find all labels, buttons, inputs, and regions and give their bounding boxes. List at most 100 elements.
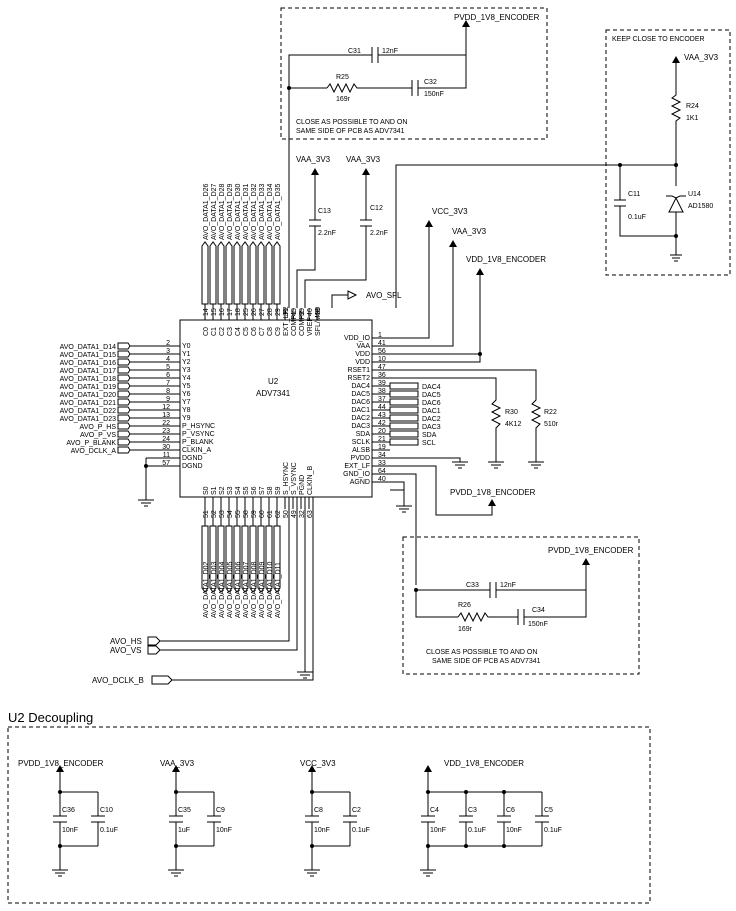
avo-dclk-b-port[interactable]: [151, 675, 173, 685]
c33-symbol: [489, 582, 497, 598]
bottom-net-port[interactable]: [273, 525, 281, 593]
avo-hs-port[interactable]: [147, 636, 161, 646]
left-pin-name: Y2: [182, 359, 191, 366]
dgnd-junction: [144, 464, 148, 468]
top-net-port[interactable]: [217, 241, 225, 305]
vref-ground-icon: [670, 254, 682, 262]
bottom-net-port[interactable]: [209, 525, 217, 593]
right-net-port[interactable]: [389, 398, 419, 406]
decoupling-net-label: VCC_3V3: [300, 759, 336, 768]
top-net-label: AVO_DATA1_D28: [219, 183, 226, 240]
left-net-label: AVO_P_HS: [80, 424, 117, 431]
right-pin-name: RSET2: [347, 375, 370, 382]
bottom-net-port[interactable]: [241, 525, 249, 593]
right-net-port[interactable]: [389, 406, 419, 414]
right-net-port[interactable]: [389, 390, 419, 398]
top-pin-number: 27: [259, 308, 266, 316]
bottom-pin-name: S8: [267, 486, 274, 495]
top-net-port[interactable]: [209, 241, 217, 305]
top-net-label: AVO_DATA1_D32: [251, 183, 258, 240]
chip-part: ADV7341: [256, 389, 291, 398]
top-net-port[interactable]: [265, 241, 273, 305]
decoupling-rails: [427, 772, 542, 870]
left-net-port[interactable]: [117, 382, 131, 390]
bottom-net-port[interactable]: [233, 525, 241, 593]
left-net-port[interactable]: [117, 398, 131, 406]
left-net-label: AVO_DATA1_D22: [60, 408, 117, 415]
left-net-port[interactable]: [117, 350, 131, 358]
top-net-port[interactable]: [273, 241, 281, 305]
left-net-port[interactable]: [117, 366, 131, 374]
top-pin-number: 16: [219, 308, 226, 316]
left-net-port[interactable]: [117, 406, 131, 414]
bottom-pin-name: S2: [219, 486, 226, 495]
left-net-port[interactable]: [117, 342, 131, 350]
cap-value: 10nF: [216, 827, 232, 834]
bottom-net-port[interactable]: [249, 525, 257, 593]
bottom-pin-number: 51: [203, 510, 210, 518]
avo-sfl-port[interactable]: [347, 290, 358, 300]
left-pin-number: 2: [166, 340, 170, 347]
top-pin-name: COMP2: [299, 311, 306, 336]
left-net-port[interactable]: [117, 374, 131, 382]
top-net-port[interactable]: [201, 241, 209, 305]
left-net-port[interactable]: [117, 414, 131, 422]
left-pin-name: CLKIN_A: [182, 447, 212, 454]
right-net-label: DAC2: [422, 416, 441, 423]
top-net-port[interactable]: [241, 241, 249, 305]
left-pin-number: 3: [166, 348, 170, 355]
left-pin-name: P_HSYNC: [182, 423, 215, 430]
cap-junction-bottom: [426, 844, 430, 848]
cap-ref: C5: [544, 807, 553, 814]
top-net-port[interactable]: [249, 241, 257, 305]
right-net-port[interactable]: [389, 382, 419, 390]
left-pin-name: Y8: [182, 407, 191, 414]
top-net-port[interactable]: [225, 241, 233, 305]
bottom-net-label: AVO_DATA1_D02: [203, 561, 210, 618]
right-net-port[interactable]: [389, 438, 419, 446]
left-net-port[interactable]: [117, 446, 131, 454]
c12-value: 2.2nF: [370, 230, 388, 237]
left-pin-number: 24: [162, 436, 170, 443]
right-net-port[interactable]: [389, 414, 419, 422]
bottom-net-port[interactable]: [201, 525, 209, 593]
top-net-port[interactable]: [233, 241, 241, 305]
left-pin-name: P_VSYNC: [182, 431, 215, 438]
cap-symbol: [305, 792, 319, 846]
right-pin-name: GND_IO: [343, 471, 370, 478]
right-pin-number: 40: [378, 476, 386, 483]
right-pin-number: 21: [378, 436, 386, 443]
bottom-net-port[interactable]: [257, 525, 265, 593]
bottom-filter-junction: [414, 588, 418, 592]
top-pin-name: C0: [203, 327, 210, 336]
bottom-net-port[interactable]: [225, 525, 233, 593]
left-net-port[interactable]: [117, 438, 131, 446]
right-net-port[interactable]: [389, 422, 419, 430]
left-net-port[interactable]: [117, 430, 131, 438]
left-net-label: AVO_DATA1_D18: [60, 376, 117, 383]
left-net-port[interactable]: [117, 422, 131, 430]
top-pin-name: C6: [251, 327, 258, 336]
vaa-power-arrow: [449, 240, 457, 247]
left-net-port[interactable]: [117, 358, 131, 366]
decoupling-net-label: PVDD_1V8_ENCODER: [18, 759, 104, 768]
left-net-port[interactable]: [117, 390, 131, 398]
left-net-label: AVO_DATA1_D14: [60, 344, 117, 351]
bottom-net-port[interactable]: [265, 525, 273, 593]
right-net-port[interactable]: [389, 430, 419, 438]
left-pin-number: 4: [166, 356, 170, 363]
avo-vs-port[interactable]: [147, 645, 161, 655]
top-net-port[interactable]: [257, 241, 265, 305]
bottom-pin-name: S9: [275, 486, 282, 495]
bottom-net-port[interactable]: [217, 525, 225, 593]
